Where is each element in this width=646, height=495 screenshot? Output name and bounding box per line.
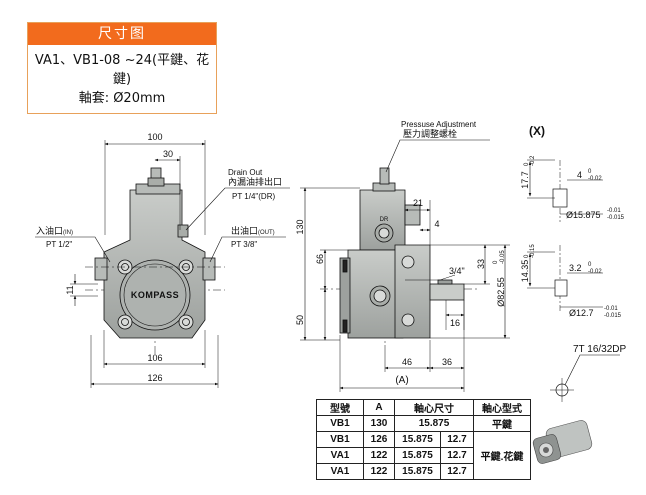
thread-3-4: 3/4" bbox=[449, 266, 465, 276]
table-row: VB1 126 15.875 12.7 平鍵.花鍵 bbox=[316, 431, 531, 480]
d1-dia: Ø15.875 bbox=[566, 210, 601, 220]
front-bolts bbox=[117, 259, 194, 330]
side-view bbox=[300, 139, 510, 392]
dim-100: 100 bbox=[147, 132, 162, 142]
table-row: VA1 122 15.875 12.7 bbox=[316, 447, 531, 464]
coupling-image bbox=[532, 420, 593, 464]
header-a: A bbox=[363, 399, 395, 416]
d1-h-tol-top: 0 bbox=[524, 162, 530, 166]
spec-table: 型號 A 軸心尺寸 軸心型式 VB1 130 15.875 平鍵 VB1 126… bbox=[316, 399, 531, 480]
dim-a: (A) bbox=[395, 375, 408, 386]
shaft-line: 軸套: Ø20mm bbox=[78, 91, 166, 106]
cell-shaft-2: 12.7 bbox=[439, 431, 475, 448]
shaft bbox=[429, 283, 465, 301]
dim-30: 30 bbox=[163, 149, 173, 159]
dim-4: 4 bbox=[434, 219, 439, 229]
dim-50: 50 bbox=[295, 315, 305, 325]
d2-w-tol-bot: -0.02 bbox=[588, 269, 602, 275]
d1-w-tol-bot: -0.02 bbox=[588, 176, 602, 182]
d2-w-tol-top: 0 bbox=[588, 262, 592, 268]
table-row: VB1 130 15.875 平鍵 bbox=[316, 415, 531, 432]
front-cover-circle bbox=[119, 259, 191, 331]
dim-21: 21 bbox=[413, 198, 423, 208]
d1-dia-tol-bot: -0.015 bbox=[607, 215, 625, 221]
header-shaft: 軸心尺寸 bbox=[394, 399, 474, 416]
cell-shaft: 15.875 bbox=[394, 431, 441, 448]
cell-a: 122 bbox=[363, 463, 395, 480]
cell-shaft: 15.875 bbox=[394, 415, 474, 432]
dim-46: 46 bbox=[402, 357, 412, 367]
adj-label-en: Pressuse Adjustment bbox=[401, 120, 477, 129]
spec-table-header: 型號 A 軸心尺寸 軸心型式 bbox=[316, 399, 531, 416]
d1-h: 17.7 bbox=[520, 171, 530, 189]
adj-label-cn: 壓力調整螺栓 bbox=[403, 128, 457, 139]
dim-36: 36 bbox=[442, 357, 452, 367]
cell-shaft-2: 12.7 bbox=[439, 463, 475, 480]
cell-type: 平鍵.花鍵 bbox=[473, 431, 531, 480]
inlet-spec: PT 1/2" bbox=[46, 240, 72, 249]
d1-h-tol-bot: -0.2 bbox=[530, 155, 536, 166]
dim-33: 33 bbox=[476, 259, 486, 269]
d2-h: 14.35 bbox=[520, 260, 530, 283]
d2-h-tol-bot: -0.15 bbox=[530, 244, 536, 258]
drain-spec: PT 1/4"(DR) bbox=[232, 192, 275, 201]
cell-model: VA1 bbox=[316, 447, 364, 464]
dim-66: 66 bbox=[315, 254, 325, 264]
spline-spec: 7T 16/32DP bbox=[573, 344, 627, 355]
inlet-label: 入油口(IN) bbox=[36, 225, 73, 236]
outlet-spec: PT 3/8" bbox=[231, 240, 257, 249]
cell-a: 126 bbox=[363, 431, 395, 448]
cell-model: VB1 bbox=[316, 431, 364, 448]
dim-82-55: Ø82.55 bbox=[496, 277, 506, 307]
cell-model: VA1 bbox=[316, 463, 364, 480]
d1-dia-tol-top: -0.01 bbox=[607, 208, 621, 214]
outlet-label: 出油口(OUT) bbox=[231, 225, 275, 236]
dim-106: 106 bbox=[147, 353, 162, 363]
cell-shaft: 15.875 bbox=[394, 447, 441, 464]
header-type: 軸心型式 bbox=[473, 399, 531, 416]
cell-shaft: 15.875 bbox=[394, 463, 441, 480]
dim-126: 126 bbox=[147, 373, 162, 383]
x-detail bbox=[527, 159, 620, 402]
header-model: 型號 bbox=[316, 399, 364, 416]
cell-a: 130 bbox=[363, 415, 395, 432]
cell-model: VB1 bbox=[316, 415, 364, 432]
d1-w: 4 bbox=[577, 170, 582, 180]
d2-w: 3.2 bbox=[569, 263, 582, 273]
front-view: KOMPASS bbox=[35, 140, 290, 388]
dim-82-55-tol-top: 0 bbox=[493, 260, 499, 264]
drain-label-cn: 內漏油排出口 bbox=[228, 176, 282, 187]
d2-dia-tol-bot: -0.015 bbox=[604, 313, 622, 319]
dim-130: 130 bbox=[295, 219, 305, 234]
cell-shaft-2: 12.7 bbox=[439, 447, 475, 464]
x-label: (X) bbox=[529, 124, 545, 138]
model-line: VA1、VB1-08 ~24(平鍵、花鍵) bbox=[34, 53, 210, 87]
title-box: 尺寸图 VA1、VB1-08 ~24(平鍵、花鍵) 軸套: Ø20mm bbox=[27, 22, 217, 114]
d2-dia-tol-top: -0.01 bbox=[604, 306, 618, 312]
dim-82-55-tol-bot: -0.05 bbox=[500, 250, 506, 264]
table-row: VA1 122 15.875 12.7 bbox=[316, 463, 531, 480]
dim-16: 16 bbox=[450, 318, 460, 328]
dim-11: 11 bbox=[65, 285, 75, 294]
title-body: VA1、VB1-08 ~24(平鍵、花鍵) 軸套: Ø20mm bbox=[28, 45, 216, 113]
cell-a: 122 bbox=[363, 447, 395, 464]
d2-h-tol-top: 0 bbox=[524, 254, 530, 258]
title-heading: 尺寸图 bbox=[28, 23, 216, 45]
drain-label-en: Drain Out bbox=[228, 168, 263, 177]
cell-type: 平鍵 bbox=[473, 415, 531, 432]
brand-mark: KOMPASS bbox=[131, 290, 179, 300]
d2-dia: Ø12.7 bbox=[569, 308, 594, 318]
dr-mark: DR bbox=[380, 217, 389, 223]
d1-w-tol-top: 0 bbox=[588, 169, 592, 175]
